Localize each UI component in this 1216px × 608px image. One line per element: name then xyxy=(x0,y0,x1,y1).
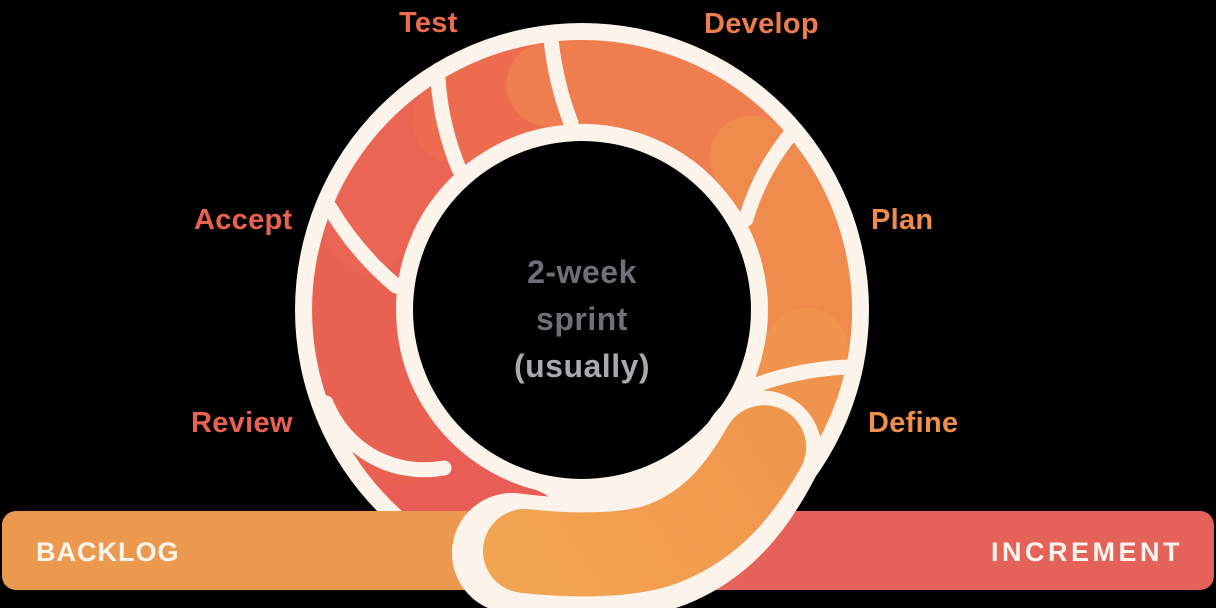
center-text: 2-week sprint (usually) xyxy=(432,249,732,390)
separator-tail-review xyxy=(318,395,452,478)
label-accept: Accept xyxy=(194,204,293,236)
label-review: Review xyxy=(191,407,293,439)
separator-accept-test xyxy=(430,71,467,177)
separator-review-accept xyxy=(322,200,404,294)
label-test: Test xyxy=(399,7,458,39)
label-develop: Develop xyxy=(704,8,819,40)
ring-hole xyxy=(413,141,751,479)
label-plan: Plan xyxy=(871,204,934,236)
separator-plan-define xyxy=(745,359,856,394)
separator-develop-plan xyxy=(738,127,798,227)
separator-test-develop xyxy=(543,32,579,131)
center-text-line1: 2-week xyxy=(527,254,637,290)
backlog-label: BACKLOG xyxy=(36,537,180,567)
center-text-line2: sprint xyxy=(536,301,628,337)
increment-label: INCREMENT xyxy=(991,537,1183,567)
center-text-line3: (usually) xyxy=(513,348,651,384)
label-define: Define xyxy=(868,407,959,439)
sweep-band xyxy=(483,405,807,597)
